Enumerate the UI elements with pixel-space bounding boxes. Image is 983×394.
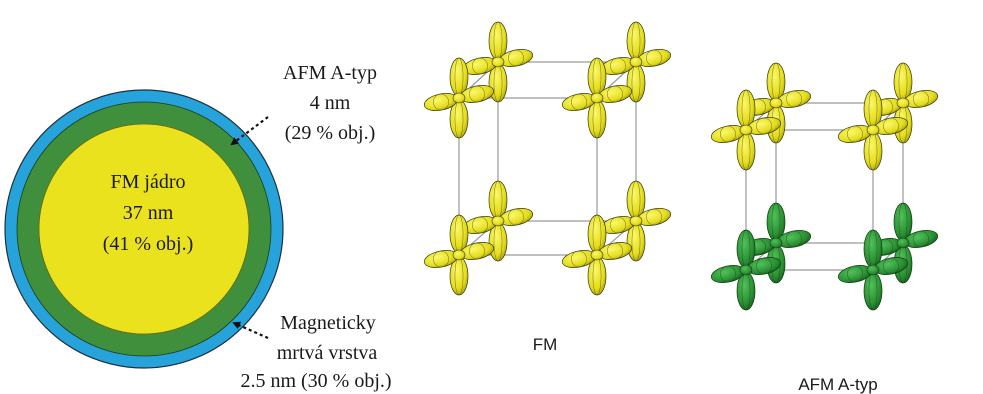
fm-orbital-8 xyxy=(600,180,672,262)
fm-lattice xyxy=(423,21,672,296)
afm-shell-label-size: 4 nm xyxy=(310,92,351,114)
dead-layer-label-line1: Magneticky xyxy=(280,312,376,334)
fm-orbital-1 xyxy=(423,57,495,139)
fm-orbital-6 xyxy=(600,21,672,103)
fm-orbital-7 xyxy=(462,180,534,262)
fm-orbital-5 xyxy=(462,21,534,103)
fm-orbital-4 xyxy=(561,214,633,296)
afm-lattice-orbitals xyxy=(710,62,939,311)
afm-lattice xyxy=(710,62,939,311)
afm-shell-label-name: AFM A-typ xyxy=(283,62,377,84)
afm-shell-label-volume: (29 % obj.) xyxy=(285,122,376,144)
dead-layer-annotation: Magneticky mrtvá vrstva 2.5 nm (30 % obj… xyxy=(232,312,392,392)
fm-lattice-label: FM xyxy=(533,335,558,354)
afm-lattice-label: AFM A-typ xyxy=(798,375,877,394)
afm-orbital-1 xyxy=(710,89,782,171)
core-label-size: 37 nm xyxy=(123,202,174,224)
dead-layer-label-line2: mrtvá vrstva xyxy=(277,342,378,364)
fm-core xyxy=(38,123,250,335)
fm-orbital-3 xyxy=(423,214,495,296)
core-label-volume: (41 % obj.) xyxy=(103,233,194,255)
afm-shell-annotation: AFM A-typ 4 nm (29 % obj.) xyxy=(230,62,377,146)
afm-orbital-2 xyxy=(837,89,909,171)
fm-lattice-orbitals xyxy=(423,21,672,296)
fm-orbital-2 xyxy=(561,57,633,139)
core-shell-particle: FM jádro 37 nm (41 % obj.) xyxy=(4,89,284,369)
afm-orbital-3 xyxy=(710,229,782,311)
afm-orbital-7 xyxy=(740,202,812,284)
dead-layer-pointer-arrow xyxy=(232,321,269,340)
dead-layer-label-line3: 2.5 nm (30 % obj.) xyxy=(240,370,391,392)
afm-orbital-4 xyxy=(837,229,909,311)
core-label-name: FM jádro xyxy=(111,171,186,193)
afm-shell-pointer-arrow xyxy=(230,116,269,146)
